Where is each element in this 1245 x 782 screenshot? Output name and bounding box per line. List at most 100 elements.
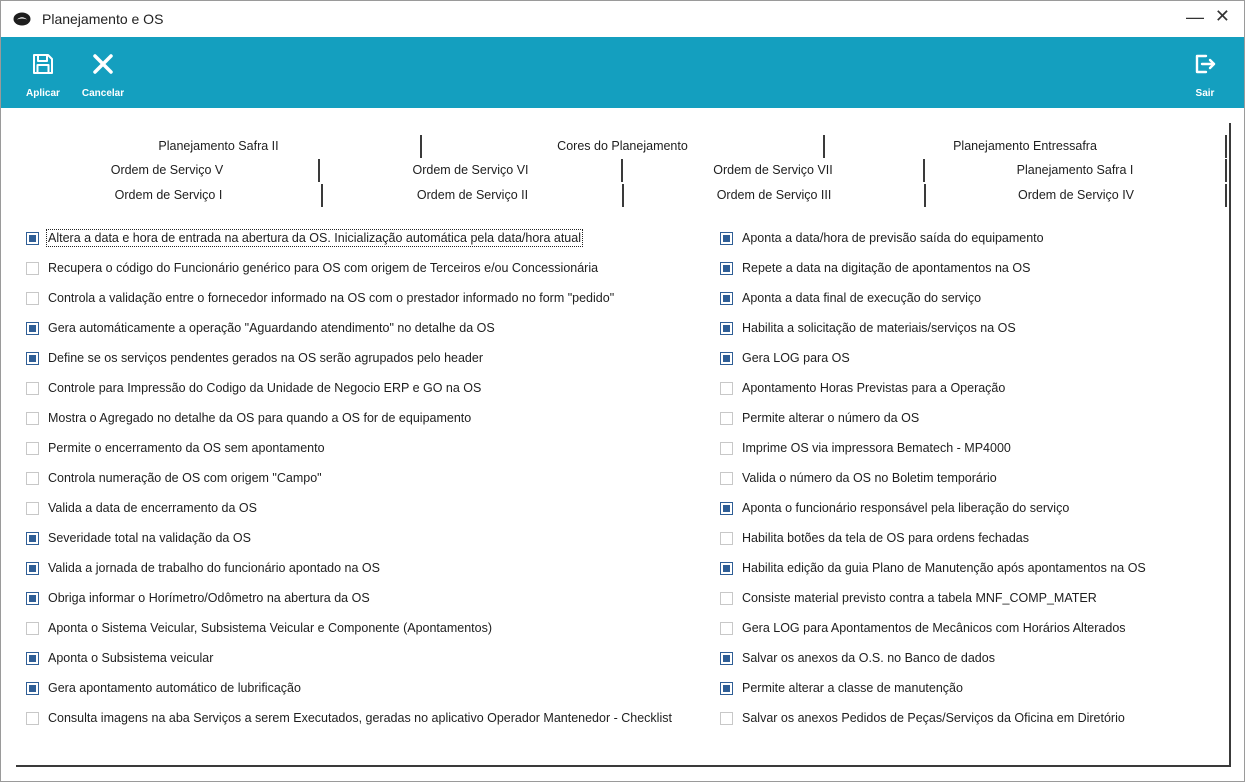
tab-ordem-servico-v[interactable]: Ordem de Serviço V xyxy=(110,163,224,177)
option-label: Aponta a data final de execução do servi… xyxy=(742,291,982,305)
tab-separator xyxy=(823,135,825,158)
option-checkbox-row[interactable]: Severidade total na validação da OS xyxy=(26,523,672,553)
option-checkbox-row[interactable]: Permite alterar o número da OS xyxy=(720,403,1146,433)
option-checkbox-row[interactable]: Consiste material previsto contra a tabe… xyxy=(720,583,1146,613)
checkbox[interactable] xyxy=(26,231,39,245)
option-checkbox-row[interactable]: Mostra o Agregado no detalhe da OS para … xyxy=(26,403,672,433)
tab-ordem-servico-iv[interactable]: Ordem de Serviço IV xyxy=(1017,188,1134,202)
checkbox[interactable] xyxy=(26,651,39,665)
option-checkbox-row[interactable]: Gera apontamento automático de lubrifica… xyxy=(26,673,672,703)
checkbox[interactable] xyxy=(720,351,733,365)
checkbox[interactable] xyxy=(720,591,733,605)
option-checkbox-row[interactable]: Valida a jornada de trabalho do funcioná… xyxy=(26,553,672,583)
tab-planejamento-safra-i[interactable]: Planejamento Safra I xyxy=(1016,163,1134,177)
option-checkbox-row[interactable]: Aponta a data final de execução do servi… xyxy=(720,283,1146,313)
option-checkbox-row[interactable]: Valida a data de encerramento da OS xyxy=(26,493,672,523)
checkbox[interactable] xyxy=(26,591,39,605)
tab-planejamento-entressafra[interactable]: Planejamento Entressafra xyxy=(953,139,1097,153)
checkbox[interactable] xyxy=(720,501,733,515)
option-label: Habilita edição da guia Plano de Manuten… xyxy=(742,561,1146,575)
option-checkbox-row[interactable]: Altera a data e hora de entrada na abert… xyxy=(26,223,672,253)
checkbox[interactable] xyxy=(720,411,733,425)
tab-cores-do-planejamento[interactable]: Cores do Planejamento xyxy=(557,139,688,153)
option-checkbox-row[interactable]: Habilita botões da tela de OS para orden… xyxy=(720,523,1146,553)
app-logo-icon xyxy=(13,12,31,26)
option-checkbox-row[interactable]: Aponta o Subsistema veicular xyxy=(26,643,672,673)
option-checkbox-row[interactable]: Apontamento Horas Previstas para a Opera… xyxy=(720,373,1146,403)
tab-ordem-servico-vi[interactable]: Ordem de Serviço VI xyxy=(412,163,529,177)
checkbox[interactable] xyxy=(720,531,733,545)
option-label: Aponta a data/hora de previsão saída do … xyxy=(742,231,1044,245)
option-checkbox-row[interactable]: Permite o encerramento da OS sem apontam… xyxy=(26,433,672,463)
option-checkbox-row[interactable]: Gera automáticamente a operação "Aguarda… xyxy=(26,313,672,343)
checkbox[interactable] xyxy=(26,471,39,485)
checkbox[interactable] xyxy=(26,441,39,455)
option-checkbox-row[interactable]: Salvar os anexos da O.S. no Banco de dad… xyxy=(720,643,1146,673)
option-checkbox-row[interactable]: Habilita edição da guia Plano de Manuten… xyxy=(720,553,1146,583)
checkbox[interactable] xyxy=(26,681,39,695)
checkbox[interactable] xyxy=(720,621,733,635)
option-checkbox-row[interactable]: Aponta o funcionário responsável pela li… xyxy=(720,493,1146,523)
checkbox[interactable] xyxy=(26,561,39,575)
checkbox[interactable] xyxy=(720,321,733,335)
settings-panel: Planejamento Safra II Cores do Planejame… xyxy=(16,123,1231,767)
option-label: Gera automáticamente a operação "Aguarda… xyxy=(48,321,495,335)
option-checkbox-row[interactable]: Gera LOG para Apontamentos de Mecânicos … xyxy=(720,613,1146,643)
checkbox[interactable] xyxy=(720,711,733,725)
option-label: Apontamento Horas Previstas para a Opera… xyxy=(742,381,1006,395)
option-checkbox-row[interactable]: Consulta imagens na aba Serviços a serem… xyxy=(26,703,672,733)
checkbox[interactable] xyxy=(26,711,39,725)
option-checkbox-row[interactable]: Obriga informar o Horímetro/Odômetro na … xyxy=(26,583,672,613)
option-label: Permite alterar a classe de manutenção xyxy=(742,681,963,695)
checkbox[interactable] xyxy=(720,441,733,455)
tab-ordem-servico-iii[interactable]: Ordem de Serviço III xyxy=(716,188,832,202)
option-checkbox-row[interactable]: Define se os serviços pendentes gerados … xyxy=(26,343,672,373)
checkbox[interactable] xyxy=(26,321,39,335)
tab-row-2: Ordem de Serviço V Ordem de Serviço VI O… xyxy=(16,159,1227,182)
option-checkbox-row[interactable]: Aponta o Sistema Veicular, Subsistema Ve… xyxy=(26,613,672,643)
checkbox[interactable] xyxy=(26,411,39,425)
option-label: Imprime OS via impressora Bematech - MP4… xyxy=(742,441,1011,455)
option-label: Gera LOG para Apontamentos de Mecânicos … xyxy=(742,621,1126,635)
checkbox[interactable] xyxy=(26,261,39,275)
checkbox[interactable] xyxy=(720,291,733,305)
tab-ordem-servico-vii[interactable]: Ordem de Serviço VII xyxy=(713,163,833,177)
checkbox[interactable] xyxy=(720,381,733,395)
checkbox[interactable] xyxy=(26,501,39,515)
checkbox[interactable] xyxy=(720,681,733,695)
close-window-button[interactable]: ✕ xyxy=(1214,6,1230,26)
checkbox[interactable] xyxy=(720,261,733,275)
option-checkbox-row[interactable]: Permite alterar a classe de manutenção xyxy=(720,673,1146,703)
apply-button[interactable]: Aplicar xyxy=(23,37,63,108)
checkbox[interactable] xyxy=(720,471,733,485)
tab-separator xyxy=(1225,184,1227,207)
checkbox[interactable] xyxy=(720,561,733,575)
checkbox[interactable] xyxy=(26,531,39,545)
option-checkbox-row[interactable]: Controle para Impressão do Codigo da Uni… xyxy=(26,373,672,403)
tab-separator xyxy=(420,135,422,158)
option-checkbox-row[interactable]: Controla numeração de OS com origem "Cam… xyxy=(26,463,672,493)
tab-ordem-servico-i[interactable]: Ordem de Serviço I xyxy=(114,188,223,202)
checkbox[interactable] xyxy=(720,231,733,245)
option-checkbox-row[interactable]: Controla a validação entre o fornecedor … xyxy=(26,283,672,313)
tab-planejamento-safra-ii[interactable]: Planejamento Safra II xyxy=(158,139,279,153)
option-checkbox-row[interactable]: Valida o número da OS no Boletim temporá… xyxy=(720,463,1146,493)
checkbox[interactable] xyxy=(26,381,39,395)
checkbox[interactable] xyxy=(720,651,733,665)
checkbox[interactable] xyxy=(26,621,39,635)
option-checkbox-row[interactable]: Recupera o código do Funcionário genéric… xyxy=(26,253,672,283)
checkbox[interactable] xyxy=(26,291,39,305)
option-label: Obriga informar o Horímetro/Odômetro na … xyxy=(48,591,370,605)
checkbox[interactable] xyxy=(26,351,39,365)
option-checkbox-row[interactable]: Repete a data na digitação de apontament… xyxy=(720,253,1146,283)
option-checkbox-row[interactable]: Salvar os anexos Pedidos de Peças/Serviç… xyxy=(720,703,1146,733)
option-checkbox-row[interactable]: Aponta a data/hora de previsão saída do … xyxy=(720,223,1146,253)
option-checkbox-row[interactable]: Habilita a solicitação de materiais/serv… xyxy=(720,313,1146,343)
minimize-button[interactable]: — xyxy=(1186,7,1204,27)
exit-button[interactable]: Sair xyxy=(1190,37,1220,108)
option-checkbox-row[interactable]: Imprime OS via impressora Bematech - MP4… xyxy=(720,433,1146,463)
cancel-button[interactable]: Cancelar xyxy=(77,37,129,108)
option-checkbox-row[interactable]: Gera LOG para OS xyxy=(720,343,1146,373)
option-label: Valida a data de encerramento da OS xyxy=(48,501,257,515)
tab-ordem-servico-ii[interactable]: Ordem de Serviço II xyxy=(416,188,529,202)
